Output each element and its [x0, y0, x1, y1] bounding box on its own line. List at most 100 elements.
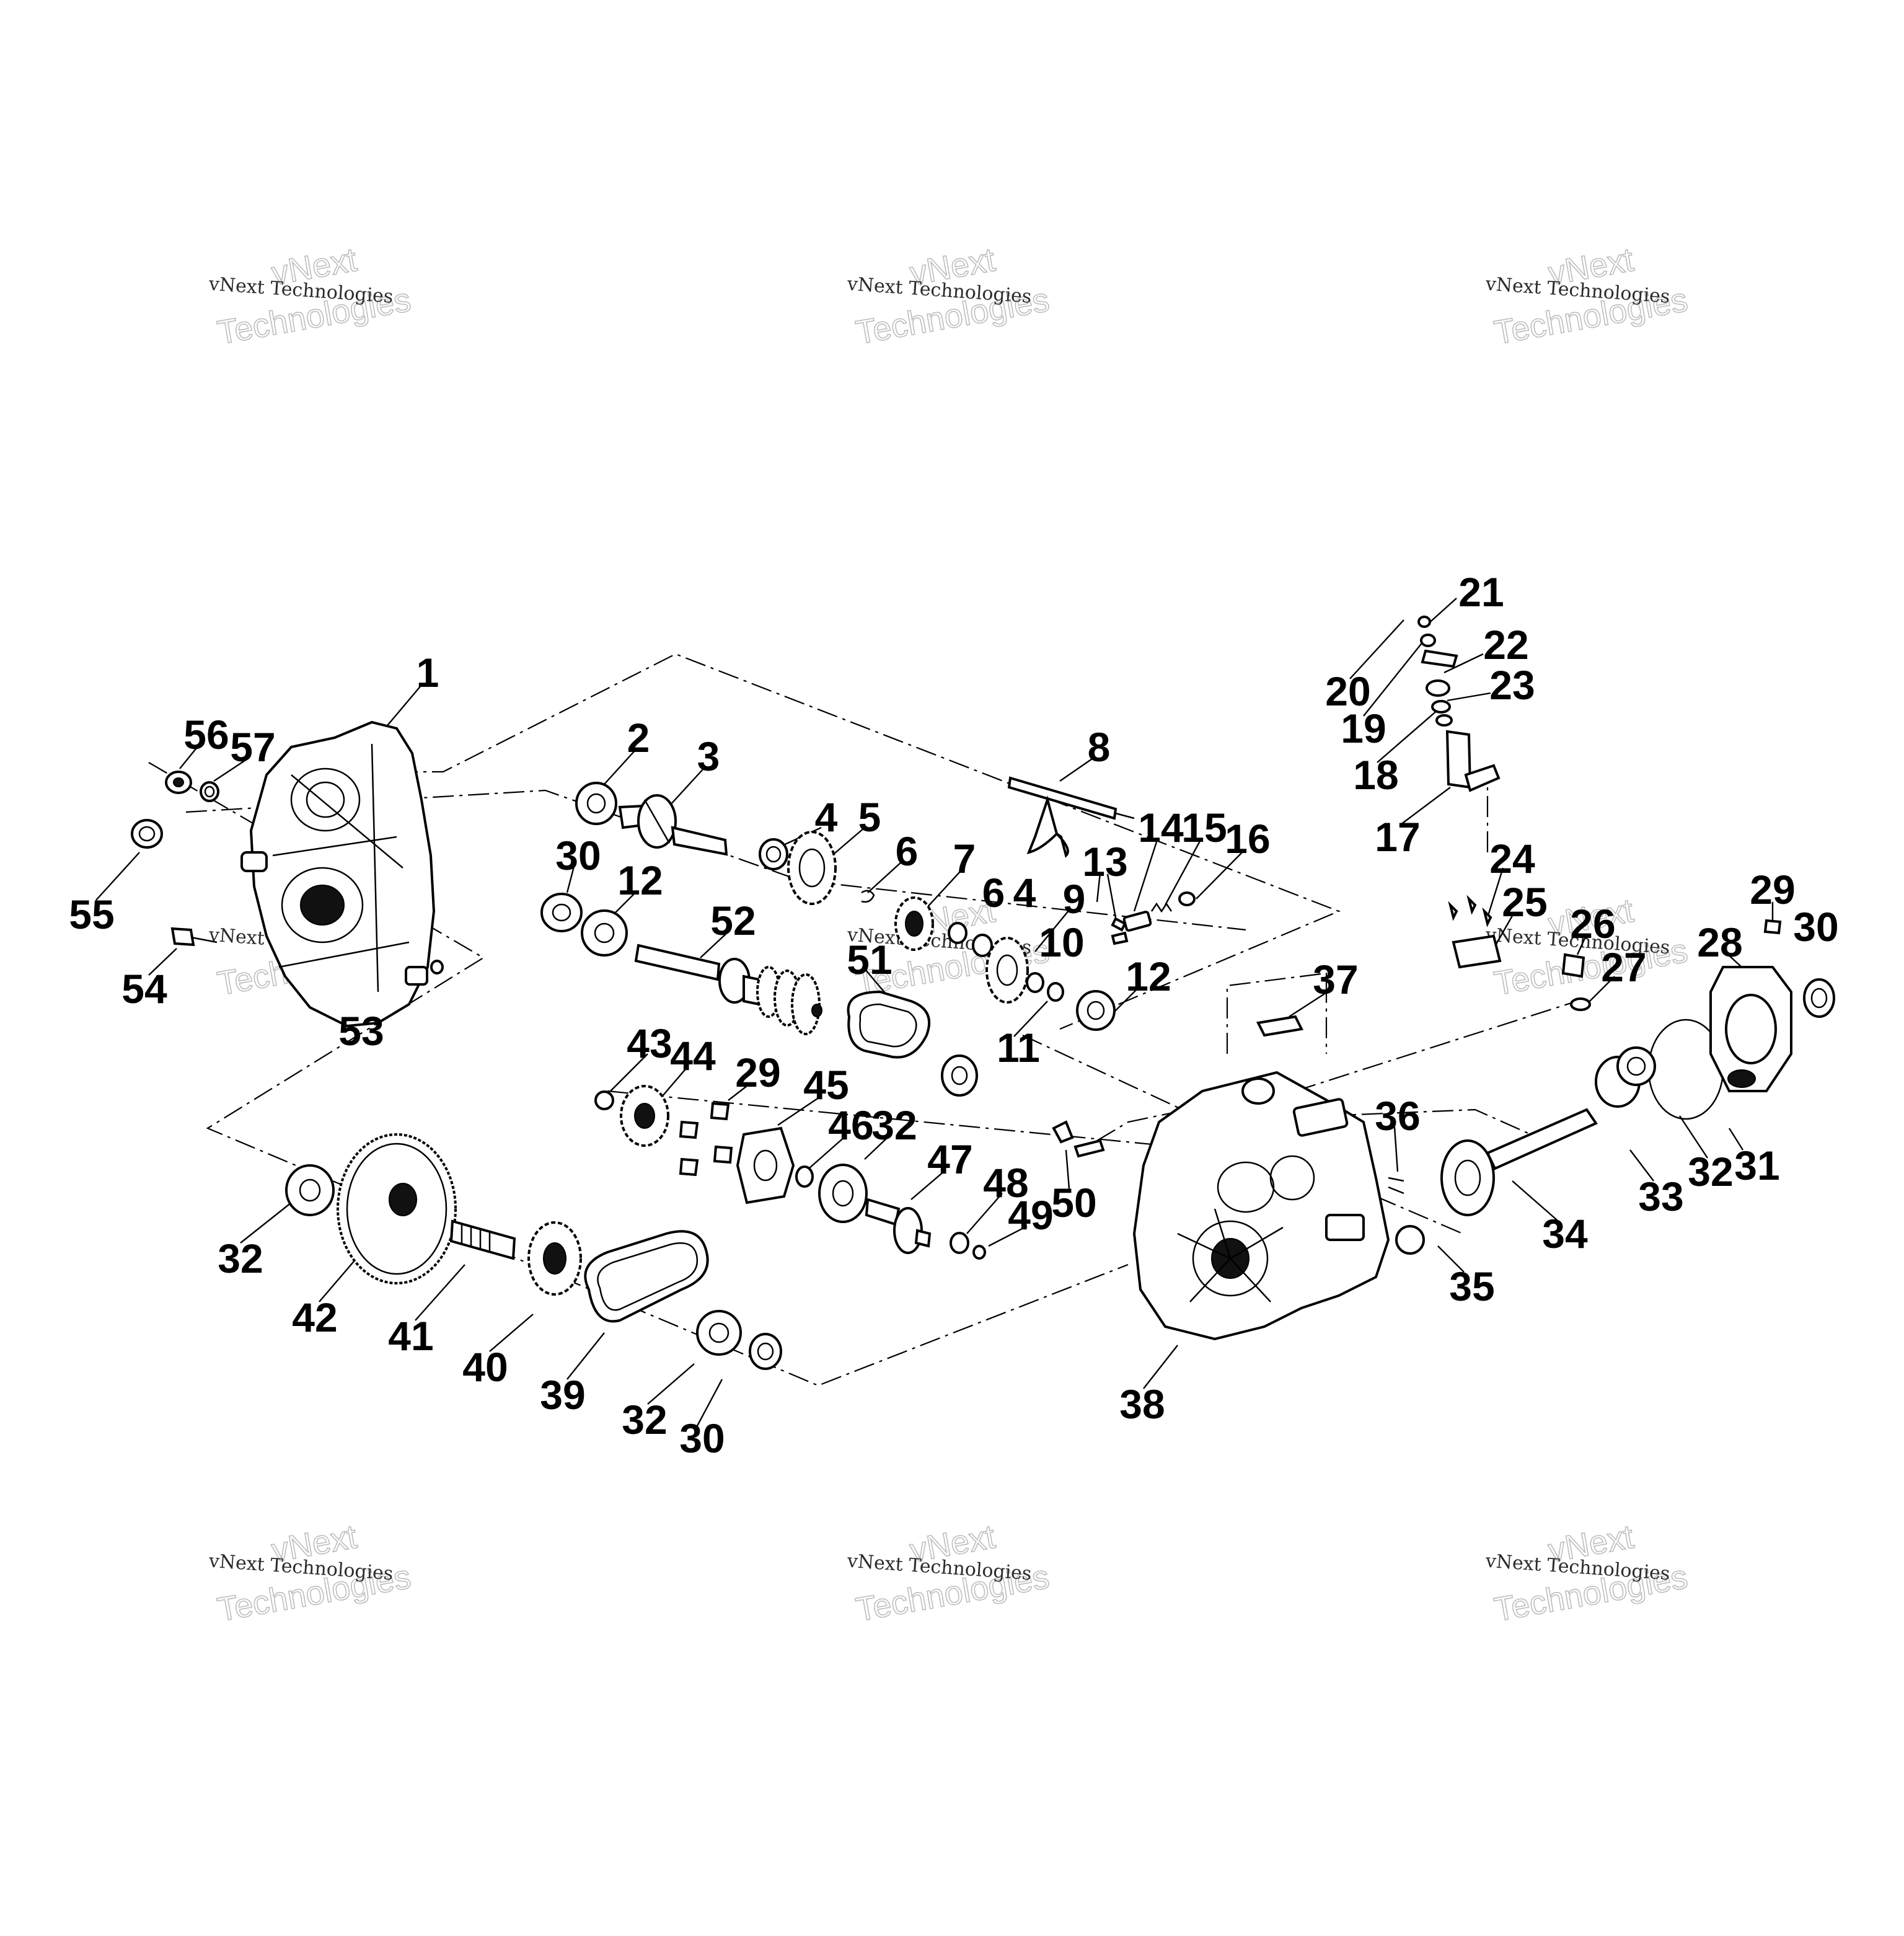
- detent-parts: [1111, 891, 1196, 945]
- part-label-25: 25: [1502, 879, 1547, 925]
- part-label-1: 1: [416, 650, 439, 696]
- input-shaft: [618, 794, 728, 856]
- part-label-38: 38: [1119, 1381, 1165, 1427]
- part-label-13: 13: [1082, 839, 1127, 885]
- part-label-30: 30: [1793, 904, 1838, 950]
- gear-7: [894, 896, 934, 951]
- part-label-4: 4: [815, 794, 838, 840]
- left-fasteners: [131, 771, 444, 975]
- part-label-16: 16: [1225, 816, 1270, 862]
- part-label-50: 50: [1051, 1180, 1096, 1226]
- watermark-bottom-center: vNext Technologies vNext Technologies: [846, 1518, 1052, 1629]
- watermark-top-center: vNext Technologies vNext Technologies: [846, 241, 1052, 352]
- part-label-54: 54: [121, 966, 167, 1012]
- part-label-6: 6: [982, 870, 1005, 916]
- part-label-11: 11: [997, 1025, 1040, 1071]
- part-label-47: 47: [927, 1136, 972, 1182]
- part-label-7: 7: [953, 836, 976, 882]
- parts-drawings: [131, 616, 1835, 1370]
- part-label-41: 41: [388, 1313, 433, 1359]
- watermark-bottom-left: vNext Technologies vNext Technologies: [208, 1518, 414, 1629]
- watermark-bottom-right: vNext Technologies vNext Technologies: [1484, 1518, 1691, 1629]
- lever-13-50: [1052, 1120, 1105, 1158]
- part-label-37: 37: [1313, 957, 1358, 1002]
- middle-lower-parts: [594, 1085, 986, 1260]
- part-label-43: 43: [627, 1020, 672, 1066]
- part-label-20: 20: [1325, 668, 1370, 714]
- part-label-19: 19: [1341, 705, 1386, 751]
- leader-lines: [95, 598, 1774, 1426]
- centerline-right-cover: [1326, 1108, 1532, 1136]
- part-label-27: 27: [1601, 944, 1646, 990]
- part-label-14: 14: [1138, 805, 1184, 851]
- part-label-18: 18: [1353, 752, 1398, 798]
- part-label-56: 56: [183, 712, 229, 758]
- left-case-half: [240, 720, 436, 1028]
- part-label-46: 46: [828, 1102, 873, 1148]
- part-label-45: 45: [803, 1062, 848, 1108]
- part-label-30: 30: [679, 1415, 725, 1461]
- chain-51: [847, 990, 930, 1059]
- part-label-21: 21: [1458, 569, 1504, 615]
- part-label-53: 53: [338, 1008, 384, 1054]
- part-label-29: 29: [735, 1050, 780, 1095]
- output-shaft-34: [1388, 1046, 1656, 1255]
- shift-fork-8: [1007, 776, 1135, 858]
- gear-set-4-5: [759, 831, 875, 905]
- part-label-29: 29: [1750, 867, 1795, 913]
- part-label-3: 3: [697, 733, 720, 779]
- part-label-24: 24: [1489, 836, 1535, 882]
- part-label-10: 10: [1039, 919, 1084, 965]
- part-label-6: 6: [896, 828, 919, 874]
- part-label-39: 39: [540, 1372, 585, 1418]
- part-label-34: 34: [1542, 1211, 1588, 1257]
- part-label-44: 44: [670, 1033, 716, 1079]
- part-label-40: 40: [462, 1344, 508, 1390]
- countershaft-52: [634, 944, 822, 1035]
- part-label-36: 36: [1375, 1093, 1420, 1139]
- part-label-55: 55: [69, 891, 114, 937]
- part-label-30: 30: [555, 833, 601, 878]
- part-label-28: 28: [1697, 919, 1742, 965]
- gear-set-right: [948, 922, 1116, 1031]
- part-label-23: 23: [1489, 662, 1535, 708]
- part-label-31: 31: [1734, 1143, 1779, 1188]
- bearing-2-middle: [941, 1054, 978, 1097]
- part-label-26: 26: [1570, 901, 1615, 947]
- label-37: [1256, 1015, 1303, 1037]
- pin-36: [1388, 1177, 1404, 1182]
- part-label-32: 32: [622, 1397, 667, 1443]
- part-label-17: 17: [1375, 814, 1420, 860]
- main-case-38: [1132, 1071, 1390, 1341]
- watermark-top-right: vNext Technologies vNext Technologies: [1484, 241, 1691, 352]
- watermark-top-left: vNext Technologies vNext Technologies: [208, 241, 414, 352]
- part-label-32: 32: [218, 1235, 263, 1281]
- centerline-label-box: [1226, 972, 1328, 1054]
- part-label-32: 32: [1688, 1149, 1733, 1195]
- part-label-42: 42: [292, 1294, 337, 1340]
- shift-lever-stack: [1417, 616, 1501, 792]
- part-label-15: 15: [1181, 805, 1227, 851]
- part-label-12: 12: [617, 857, 663, 903]
- part-label-2: 2: [627, 715, 650, 761]
- part-label-5: 5: [858, 794, 881, 840]
- part-label-9: 9: [1063, 876, 1086, 922]
- part-label-49: 49: [1008, 1192, 1053, 1238]
- part-label-51: 51: [847, 937, 892, 983]
- part-label-33: 33: [1638, 1174, 1683, 1219]
- part-label-12: 12: [1126, 953, 1171, 999]
- part-label-32: 32: [871, 1102, 917, 1148]
- centerline-cover: [1295, 997, 1587, 1092]
- bearings-upper-left: [540, 782, 628, 957]
- part-label-35: 35: [1449, 1263, 1494, 1309]
- drain-plug-26-27: [1561, 953, 1591, 1011]
- watermark-mid-right: vNext Technologies vNext Technologies: [1484, 891, 1691, 1003]
- part-label-4: 4: [1013, 870, 1036, 916]
- part-label-22: 22: [1483, 622, 1528, 668]
- part-label-48: 48: [983, 1160, 1028, 1206]
- bottom-left-parts: [285, 1133, 782, 1370]
- bracket-24-25: [1448, 895, 1502, 969]
